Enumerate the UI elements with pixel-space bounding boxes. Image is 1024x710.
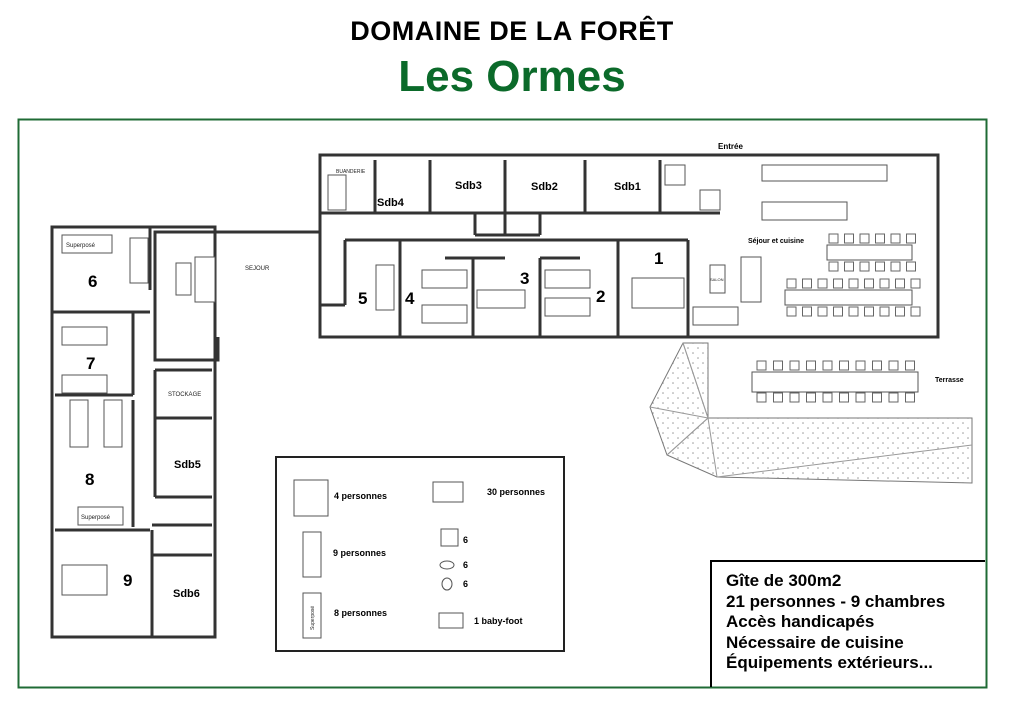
chair (786, 278, 797, 289)
room-8-label: 8 (85, 470, 94, 489)
chair (875, 233, 885, 244)
chair (906, 261, 916, 272)
info-line: Nécessaire de cuisine (726, 632, 904, 652)
room-3-label: 3 (520, 269, 529, 288)
bunk-label: Superposé (66, 243, 96, 249)
info-line: Accès handicapés (726, 612, 875, 631)
info-box: Gîte de 300m2 21 personnes - 9 chambres … (710, 560, 985, 687)
room-6-label: 6 (88, 272, 97, 291)
chair (905, 360, 915, 371)
chair (855, 392, 866, 403)
room-9-label: 9 (123, 571, 132, 590)
sdb3-label: Sdb3 (455, 180, 482, 192)
chair (833, 306, 843, 317)
legend-babyfoot: 1 baby-foot (474, 616, 523, 626)
room-1-label: 1 (654, 249, 663, 268)
chair (806, 360, 816, 371)
chair (833, 278, 843, 289)
chair (859, 261, 870, 272)
chair (888, 392, 899, 403)
chair (773, 360, 783, 371)
chair (848, 278, 859, 289)
chair (855, 360, 866, 371)
chair (890, 261, 901, 272)
chair (828, 233, 839, 244)
chair (872, 360, 882, 371)
chair (806, 392, 816, 403)
sdb6-label: Sdb6 (173, 588, 200, 600)
chair (890, 233, 901, 244)
sejour-label: SEJOUR (245, 266, 270, 272)
chair (773, 392, 783, 403)
chair (875, 261, 885, 272)
chair (786, 306, 797, 317)
chair (844, 261, 854, 272)
sdb4-label: Sdb4 (377, 197, 405, 209)
chair (822, 360, 833, 371)
walls (50, 153, 940, 639)
chair (839, 360, 849, 371)
sdb5-label: Sdb5 (174, 459, 201, 471)
room-2-label: 2 (596, 287, 605, 306)
estate-title: DOMAINE DE LA FORÊT (350, 16, 674, 46)
info-line: Gîte de 300m2 (726, 571, 842, 590)
legend-bunk-label: Superposé (310, 606, 316, 630)
chair (888, 360, 899, 371)
room-4-label: 4 (405, 289, 415, 308)
legend-bunk-bed: 8 personnes (334, 608, 387, 618)
salon-label: SALON (710, 277, 724, 282)
frame-border (17, 118, 988, 689)
legend-shower: 6 (463, 535, 468, 545)
chair (905, 392, 915, 403)
chair (817, 278, 828, 289)
chair (817, 306, 828, 317)
chair (828, 261, 839, 272)
gite-name: Les Ormes (398, 52, 626, 101)
room-7-label: 7 (86, 354, 95, 373)
info-line: Équipements extérieurs... (726, 653, 933, 672)
chair (756, 392, 767, 403)
stockage-label: STOCKAGE (168, 392, 201, 398)
chair (802, 278, 812, 289)
legend-double-bed: 4 personnes (334, 491, 387, 501)
chair (895, 306, 905, 317)
chair (848, 306, 859, 317)
info-line: 21 personnes - 9 chambres (726, 591, 946, 611)
furniture (61, 164, 919, 596)
chair (822, 392, 833, 403)
chair (839, 392, 849, 403)
legend-toilet: 6 (463, 579, 468, 589)
room-5-label: 5 (358, 289, 367, 308)
chair (879, 278, 890, 289)
entrance-label: Entrée (718, 142, 743, 151)
chair (864, 278, 874, 289)
terrasse-label: Terrasse (935, 377, 964, 384)
chair (859, 233, 870, 244)
sdb1-label: Sdb1 (614, 181, 641, 193)
chair (879, 306, 890, 317)
garden-area (649, 342, 973, 484)
sdb2-label: Sdb2 (531, 181, 558, 193)
legend-sink: 6 (463, 560, 468, 570)
chair (802, 306, 812, 317)
chair (895, 278, 905, 289)
chairs (422, 233, 921, 513)
chair (910, 278, 921, 289)
chair (789, 360, 800, 371)
sejour-cuisine-label: Séjour et cuisine (748, 238, 804, 245)
chair (872, 392, 882, 403)
legend-table: 30 personnes (487, 487, 545, 497)
buanderie-label: BUANDERIE (336, 169, 366, 175)
legend-single-bed: 9 personnes (333, 548, 386, 558)
bunk-label: Superposé (81, 515, 111, 521)
chair (844, 233, 854, 244)
chair (910, 306, 921, 317)
chair (906, 233, 916, 244)
chair (789, 392, 800, 403)
chair (756, 360, 767, 371)
chair (864, 306, 874, 317)
